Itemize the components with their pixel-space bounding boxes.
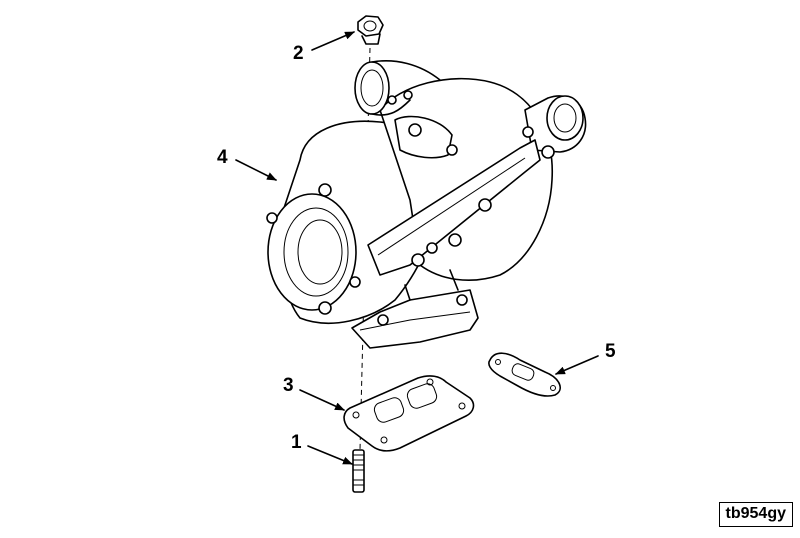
hex-nut: [357, 15, 384, 45]
callout-1: 1: [291, 432, 302, 453]
turbocharger-gasket: [343, 375, 475, 452]
drain-gasket: [488, 352, 561, 397]
callout-1-leader: [307, 445, 353, 465]
callout-2: 2: [293, 43, 304, 64]
callout-5: 5: [605, 341, 616, 362]
turbocharger-assembly: [266, 60, 587, 349]
callout-4-leader: [235, 159, 277, 181]
compressor-outlet: [267, 193, 357, 311]
callout-4: 4: [217, 147, 228, 168]
figure-id-label: tb954gy: [718, 502, 793, 527]
support-bracket: [367, 139, 541, 276]
callout-3-leader: [299, 389, 345, 411]
callout-5-leader: [555, 355, 599, 375]
callout-2-leader: [311, 31, 355, 51]
callout-3: 3: [283, 375, 294, 396]
mounting-stud: [352, 449, 365, 493]
